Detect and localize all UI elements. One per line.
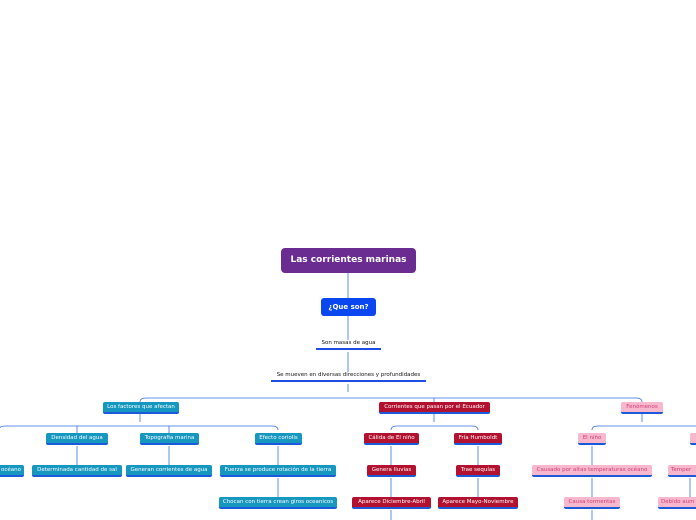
nino-rains[interactable]: Genera lluvias (367, 465, 416, 477)
nino-season[interactable]: Aparece Diciembre-Abril (352, 497, 431, 509)
factor-partial-left[interactable]: océano (0, 465, 24, 477)
current-humboldt[interactable]: Fría Humboldt (454, 433, 502, 445)
branch-ecuador[interactable]: Corrientes que pasan por el Ecuador (379, 402, 490, 414)
phenomenon-partial-top (690, 433, 696, 445)
humboldt-season[interactable]: Aparece Mayo-Noviembre (438, 497, 518, 509)
branch-factors[interactable]: Los factores que afectan (103, 402, 179, 414)
link-factores-children (0, 414, 279, 433)
phenomenon-el-nino[interactable]: El niño (578, 433, 606, 445)
factor-coriolis-rotation[interactable]: Fuerza se produce rotación de la tierra (220, 465, 336, 477)
definition-masses[interactable]: Son masas de agua (316, 339, 381, 350)
link-def2-branches (139, 384, 643, 403)
factor-topography[interactable]: Topografia marina (140, 433, 199, 445)
question-node[interactable]: ¿Que son? (321, 298, 376, 316)
link-ecuador-children (390, 414, 479, 431)
phenomenon-cause[interactable]: Causado por altas temperaturas océano (532, 465, 652, 477)
factor-topography-currents[interactable]: Generan corrientes de agua (126, 465, 212, 477)
phenomenon-storms[interactable]: Causa tormentas (564, 497, 620, 509)
phenomenon-partial-temp[interactable]: Temper (668, 465, 696, 477)
factor-density[interactable]: Densidad del agua (46, 433, 108, 445)
factor-coriolis-gyres[interactable]: Chocan con tierra crean giros oceanicos (219, 497, 337, 509)
phenomenon-partial-increase[interactable]: Debido aum (658, 497, 696, 509)
humboldt-droughts[interactable]: Trae sequías (456, 465, 500, 477)
branch-phenomena[interactable]: Fenómenos (621, 402, 663, 414)
root-topic[interactable]: Las corrientes marinas (281, 248, 416, 273)
current-el-nino[interactable]: Cálida de El niño (364, 433, 419, 445)
definition-directions[interactable]: Se mueven en diversas direcciones y prof… (271, 371, 426, 382)
factor-density-salt[interactable]: Determinada cantidad de sal (32, 465, 122, 477)
factor-coriolis[interactable]: Efecto coriolis (255, 433, 302, 445)
link-fenomenos-children (591, 414, 696, 431)
